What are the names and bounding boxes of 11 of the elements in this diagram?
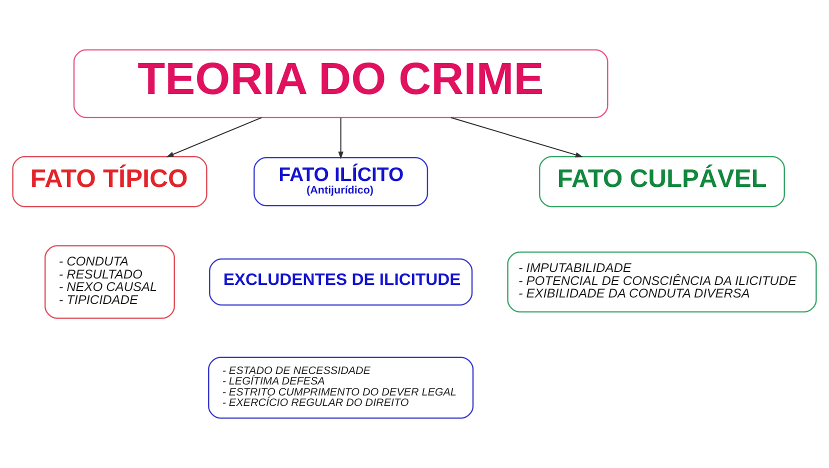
- node-box: TEORIA DO CRIME: [73, 49, 608, 118]
- node-box: EXCLUDENTES DE ILICITUDE: [208, 258, 473, 306]
- node-box: FATO ILÍCITO (Antijurídico): [254, 156, 428, 206]
- arrow: [450, 117, 584, 158]
- node-box: FATO CULPÁVEL: [538, 156, 786, 208]
- arrow: [338, 118, 344, 160]
- node-box: FATO TÍPICO: [12, 156, 208, 208]
- node-box: - CONDUTA - RESULTADO - NEXO CAUSAL - TIPICIDADE: [44, 245, 175, 319]
- arrow: [166, 117, 262, 158]
- node-box: - ESTADO DE NECESSIDADE - LEGÍTIMA DEFESA - ESTRITO CUMPRIMENTO DO DEVER LEGAL - EXERCÍCIO REGULAR DO DIREITO: [208, 356, 474, 419]
- node-box: - IMPUTABILIDADE - POTENCIAL DE CONSCIÊNCIA DA ILICITUDE - EXIBILIDADE DA CONDUTA DIVERSA: [507, 251, 817, 312]
